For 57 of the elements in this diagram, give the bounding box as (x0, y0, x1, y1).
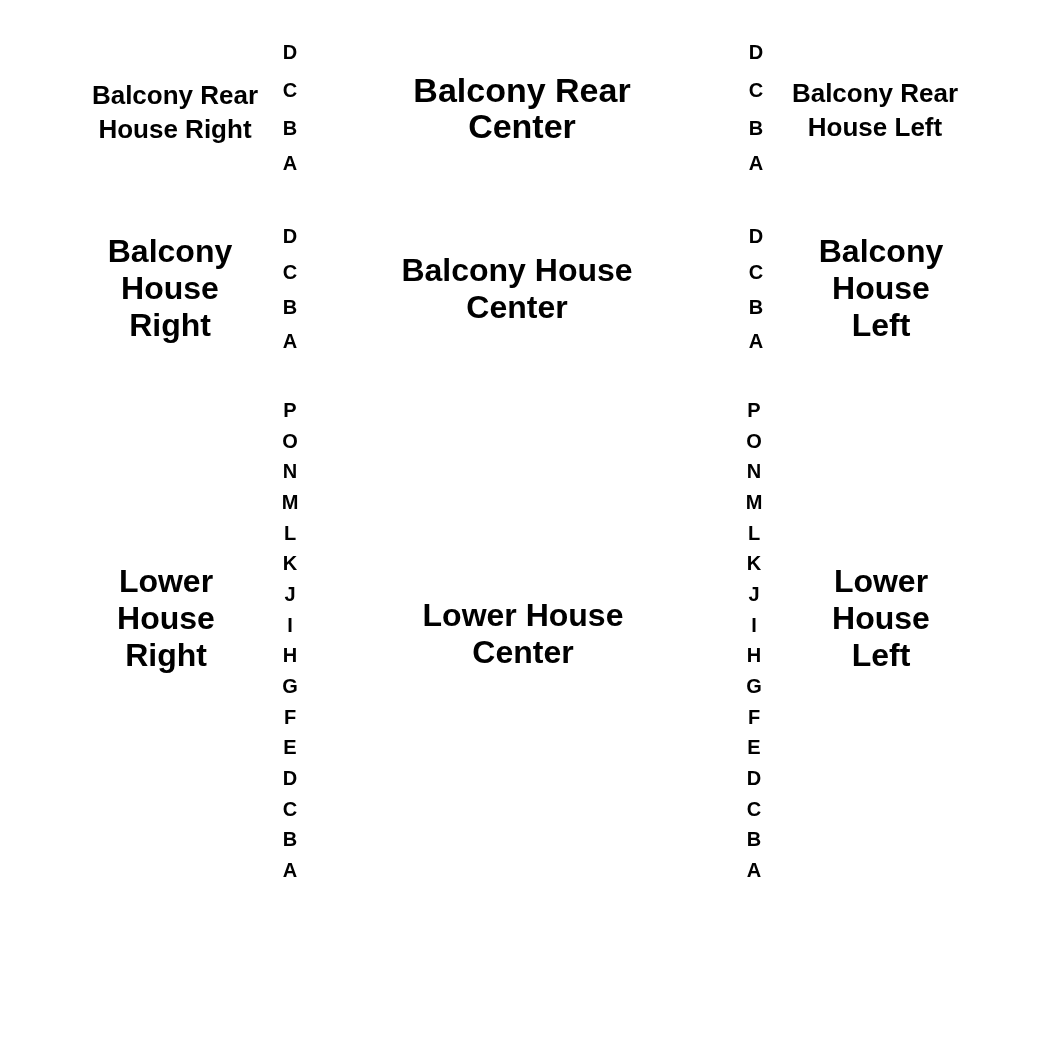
row-letter: B (282, 297, 298, 317)
row-letter: E (747, 737, 761, 758)
section-name: Balcony House Center (400, 252, 634, 326)
row-letter: N (746, 461, 762, 482)
row-letter: D (748, 42, 764, 62)
section-name: Balcony House Right (106, 232, 234, 344)
row-letter: A (748, 153, 764, 173)
row-letter: D (282, 768, 298, 789)
row-letter: B (748, 297, 764, 317)
section-name: Lower House Center (421, 597, 625, 671)
row-letter: K (282, 553, 298, 574)
row-letter: J (284, 584, 296, 604)
row-letter: I (287, 614, 293, 635)
row-letter: F (747, 706, 761, 727)
row-letter: C (282, 798, 298, 819)
row-letter: O (282, 430, 298, 451)
row-letter: A (746, 860, 762, 881)
row-letter: P (747, 400, 761, 420)
row-letter: C (282, 262, 298, 282)
row-letter: A (748, 331, 764, 351)
row-letter: A (282, 153, 298, 173)
section-name: Balcony House Left (817, 232, 945, 344)
row-letter: G (282, 676, 298, 696)
row-letter: C (748, 80, 764, 100)
row-letter: H (746, 645, 762, 666)
row-letter: B (746, 829, 762, 850)
row-letter: A (282, 331, 298, 351)
row-letter: C (282, 80, 298, 100)
row-letter: D (746, 768, 762, 789)
row-letter: N (282, 461, 298, 482)
row-letter: C (748, 262, 764, 282)
section-name: Lower House Left (831, 562, 931, 674)
row-letter: C (746, 798, 762, 819)
row-letter: O (746, 430, 762, 451)
row-letter: M (745, 492, 763, 512)
row-letter: P (283, 400, 297, 420)
row-letter: B (282, 118, 298, 138)
row-letter: D (282, 42, 298, 62)
row-letter: L (747, 522, 761, 543)
section-name: Balcony Rear House Left (790, 77, 960, 144)
row-letter: B (748, 118, 764, 138)
row-letter: I (751, 614, 757, 635)
row-letter: J (748, 584, 760, 604)
row-letter: M (281, 492, 299, 512)
row-letter: E (283, 737, 297, 758)
row-letter: F (283, 706, 297, 727)
row-letter: G (746, 676, 762, 696)
row-letter: A (282, 860, 298, 881)
section-name: Lower House Right (116, 562, 216, 674)
section-name: Balcony Rear House Right (90, 79, 260, 146)
row-letter: D (748, 226, 764, 246)
row-letter: H (282, 645, 298, 666)
row-letter: D (282, 226, 298, 246)
section-name: Balcony Rear Center (412, 73, 632, 145)
row-letter: L (283, 522, 297, 543)
row-letter: B (282, 829, 298, 850)
row-letter: K (746, 553, 762, 574)
